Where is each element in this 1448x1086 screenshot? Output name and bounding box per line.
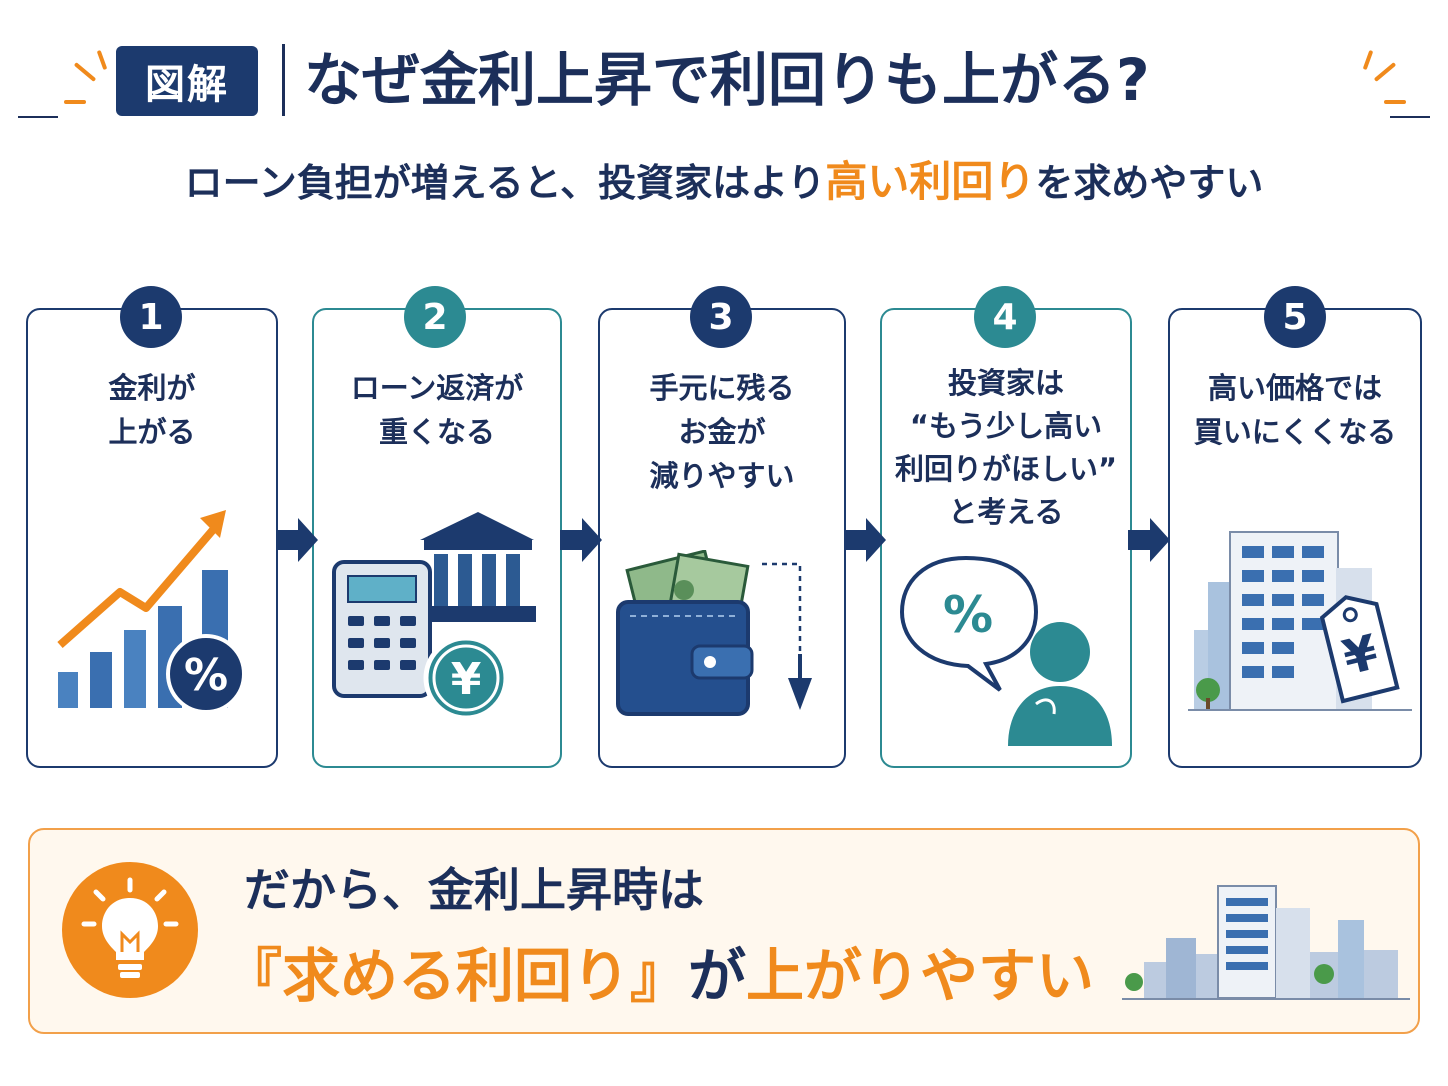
step-4-line-2: “もう少し高い [909, 409, 1103, 443]
page-title: なぜ金利上昇で利回りも上がる? [304, 46, 1150, 114]
city-skyline-icon [1122, 885, 1410, 1000]
svg-text:%: % [184, 650, 228, 701]
rising-bar-chart-percent-icon: % [57, 510, 246, 714]
spark-left-1 [73, 62, 97, 82]
building-yen-price-tag-icon: ¥ [1188, 531, 1412, 711]
header-rule-left [18, 116, 58, 118]
step-3-line-2: お金が [678, 415, 766, 449]
wallet-down-arrow-icon [616, 550, 812, 716]
step-card-4 [880, 308, 1132, 768]
step-text-3: 手元に残る お金が 減りやすい [598, 366, 846, 498]
conclusion-line-2: 『求める利回り』が上がりやすい [224, 938, 1094, 1014]
step-1-line-2: 上がる [108, 415, 196, 449]
spark-left-3 [96, 49, 108, 71]
arrow-right-icon-4 [1128, 518, 1170, 562]
calculator-bank-yen-icon: ¥ [332, 512, 536, 721]
spark-right-2 [1384, 100, 1406, 104]
step-text-5: 高い価格では 買いにくくなる [1168, 366, 1422, 454]
conclusion-mid: が [688, 942, 747, 1010]
step-3-line-3: 減りやすい [649, 459, 795, 493]
step-1-line-1: 金利が [108, 371, 196, 405]
subtitle-after: を求めやすい [1035, 161, 1264, 205]
svg-text:%: % [943, 586, 993, 644]
step-number-4: 4 [974, 286, 1036, 348]
subtitle-highlight: 高い利回り [825, 157, 1036, 206]
step-4-line-4: と考える [948, 495, 1064, 529]
investor-thinking-percent-icon: % [899, 555, 1112, 746]
title-divider [282, 44, 285, 116]
conclusion-highlight-1: 『求める利回り』 [224, 942, 689, 1010]
zukai-badge: 図解 [116, 46, 258, 116]
step-number-1: 1 [120, 286, 182, 348]
step-2-line-1: ローン返済が [350, 371, 524, 405]
spark-left-2 [64, 100, 86, 104]
svg-text:¥: ¥ [451, 654, 482, 705]
step-5-line-1: 高い価格では [1207, 371, 1382, 405]
lightbulb-icon [81, 877, 179, 978]
arrow-right-icon-1 [276, 518, 318, 562]
conclusion-highlight-2: 上がりやすい [746, 942, 1095, 1010]
step-4-line-1: 投資家は [947, 366, 1064, 400]
step-number-5: 5 [1264, 286, 1326, 348]
step-number-3: 3 [690, 286, 752, 348]
conclusion-line-1: だから、金利上昇時は [244, 863, 704, 917]
step-5-line-2: 買いにくくなる [1193, 415, 1397, 449]
step-text-2: ローン返済が 重くなる [312, 366, 562, 454]
subtitle-before: ローン負担が増えると、投資家はより [184, 161, 826, 205]
step-3-line-1: 手元に残る [649, 371, 795, 405]
step-number-2: 2 [404, 286, 466, 348]
step-4-line-3: 利回りがほしい” [894, 452, 1118, 486]
arrow-right-icon-3 [844, 518, 886, 562]
step-2-line-2: 重くなる [378, 415, 495, 449]
arrow-right-icon-2 [560, 518, 602, 562]
header-rule-right [1390, 116, 1430, 118]
subtitle: ローン負担が増えると、投資家はより高い利回りを求めやすい [0, 152, 1448, 212]
step-text-4: 投資家は “もう少し高い 利回りがほしい” と考える [880, 362, 1132, 534]
step-text-1: 金利が 上がる [26, 366, 278, 454]
